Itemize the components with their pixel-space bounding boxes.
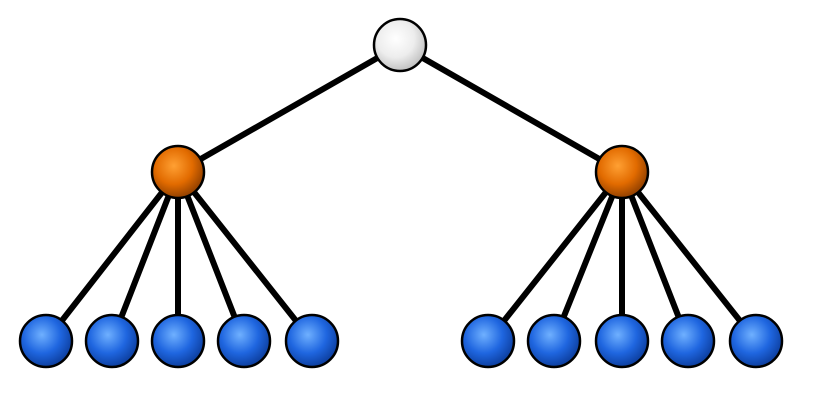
node-leaf-r5	[728, 313, 784, 369]
node-leaf-l4	[216, 313, 272, 369]
node-leaf-l5	[284, 313, 340, 369]
edge-branch-right-to-leaf-r2	[551, 169, 625, 344]
edge-root-to-branch-right	[397, 42, 625, 175]
node-root	[372, 17, 428, 73]
edge-branch-left-to-leaf-l5	[175, 169, 315, 344]
node-leaf-l2	[84, 313, 140, 369]
edge-branch-left-to-leaf-l1	[43, 169, 181, 344]
edge-branch-right-to-leaf-r5	[619, 169, 759, 344]
edge-branch-left-to-leaf-l4	[175, 169, 247, 344]
node-leaf-r2	[526, 313, 582, 369]
node-leaf-r3	[594, 313, 650, 369]
node-leaf-r1	[460, 313, 516, 369]
edge-branch-right-to-leaf-r4	[619, 169, 691, 344]
node-branch-right	[594, 144, 650, 200]
edges-layer	[43, 42, 759, 344]
node-branch-left	[150, 144, 206, 200]
nodes-layer	[18, 17, 784, 369]
edge-branch-right-to-leaf-r1	[485, 169, 625, 344]
node-leaf-l3	[150, 313, 206, 369]
edge-branch-left-to-leaf-l2	[109, 169, 181, 344]
node-leaf-l1	[18, 313, 74, 369]
node-leaf-r4	[660, 313, 716, 369]
edge-root-to-branch-left	[175, 42, 403, 175]
